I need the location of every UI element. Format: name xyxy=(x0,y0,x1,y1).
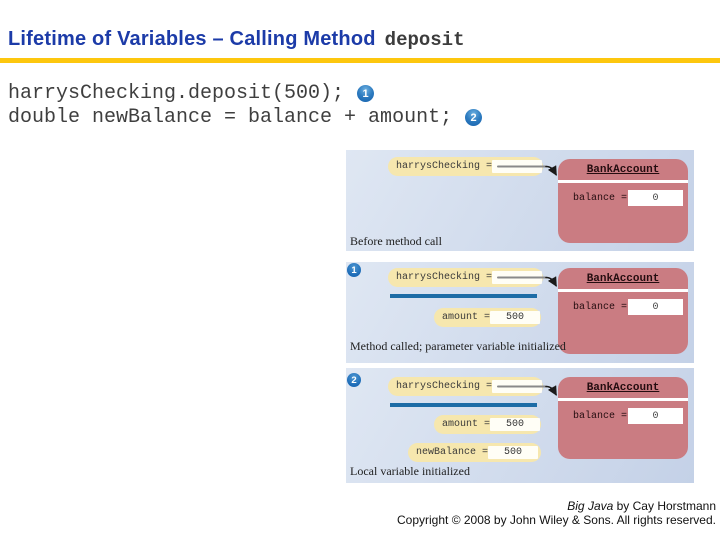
code-line-1: harrysChecking.deposit(500); 1 xyxy=(8,82,375,105)
class-box-separator xyxy=(558,289,688,292)
step-1-badge-icon: 1 xyxy=(357,85,375,102)
bankaccount-object-box: BankAccount balance = 0 xyxy=(558,268,688,354)
copyright-footer: Big Java by Cay Horstmann Copyright © 20… xyxy=(397,499,716,527)
code-line-2-text: double newBalance = balance + amount; xyxy=(8,106,453,129)
diagram-panel-local-var: 2 harrysChecking = amount = 500 newBalan… xyxy=(346,368,694,483)
variable-harryschecking: harrysChecking = xyxy=(388,157,543,176)
variable-label: newBalance = xyxy=(416,447,489,458)
bankaccount-object-box: BankAccount balance = 0 xyxy=(558,159,688,243)
field-balance: balance = 0 xyxy=(558,190,688,206)
reference-value-box xyxy=(492,160,543,173)
page-title-method-name: deposit xyxy=(384,29,465,51)
field-label: balance = xyxy=(573,192,628,204)
reference-value-box xyxy=(492,380,543,393)
variable-label: harrysChecking = xyxy=(396,161,493,172)
book-attribution: Big Java by Cay Horstmann xyxy=(397,499,716,513)
bankaccount-object-box: BankAccount balance = 0 xyxy=(558,377,688,459)
variable-amount: amount = 500 xyxy=(434,415,541,434)
class-name-label: BankAccount xyxy=(586,382,660,394)
memory-diagram: harrysChecking = BankAccount balance = 0… xyxy=(346,150,694,483)
page-title-text: Lifetime of Variables – Calling Method xyxy=(8,28,376,50)
field-value-box: 0 xyxy=(628,190,683,206)
field-label: balance = xyxy=(573,410,628,422)
class-name-label: BankAccount xyxy=(586,164,660,176)
diagram-panel-before-call: harrysChecking = BankAccount balance = 0… xyxy=(346,150,694,251)
variable-harryschecking: harrysChecking = xyxy=(388,377,543,396)
field-balance: balance = 0 xyxy=(558,408,688,424)
class-box-separator xyxy=(558,398,688,401)
reference-value-box xyxy=(492,271,543,284)
page-title: Lifetime of Variables – Calling Method d… xyxy=(8,28,465,51)
stack-frame-divider xyxy=(390,403,537,407)
variable-value-box: 500 xyxy=(490,418,541,431)
class-box-separator xyxy=(558,180,688,183)
field-value-box: 0 xyxy=(628,408,683,424)
variable-label: harrysChecking = xyxy=(396,381,493,392)
field-label: balance = xyxy=(573,301,628,313)
code-line-2: double newBalance = balance + amount; 2 xyxy=(8,106,483,129)
stack-frame-divider xyxy=(390,294,537,298)
variable-harryschecking: harrysChecking = xyxy=(388,268,543,287)
variable-amount: amount = 500 xyxy=(434,308,541,327)
panel-caption: Local variable initialized xyxy=(350,464,470,478)
copyright-line: Copyright © 2008 by John Wiley & Sons. A… xyxy=(397,513,716,527)
variable-label: amount = xyxy=(442,312,491,323)
variable-label: harrysChecking = xyxy=(396,272,493,283)
book-title: Big Java xyxy=(567,499,614,513)
class-name-label: BankAccount xyxy=(586,273,660,285)
code-line-1-text: harrysChecking.deposit(500); xyxy=(8,82,345,105)
field-value-box: 0 xyxy=(628,299,683,315)
variable-label: amount = xyxy=(442,419,491,430)
variable-newbalance: newBalance = 500 xyxy=(408,443,541,462)
variable-value-box: 500 xyxy=(488,446,539,459)
step-1-marker-icon: 1 xyxy=(347,263,361,277)
field-balance: balance = 0 xyxy=(558,299,688,315)
panel-caption: Method called; parameter variable initia… xyxy=(350,339,566,353)
step-2-badge-icon: 2 xyxy=(465,109,483,126)
step-2-marker-icon: 2 xyxy=(347,373,361,387)
book-author: by Cay Horstmann xyxy=(613,499,716,513)
variable-value-box: 500 xyxy=(490,311,541,324)
title-divider-rule xyxy=(0,58,720,63)
diagram-panel-method-called: 1 harrysChecking = amount = 500 BankAcco… xyxy=(346,262,694,363)
panel-caption: Before method call xyxy=(350,234,442,248)
